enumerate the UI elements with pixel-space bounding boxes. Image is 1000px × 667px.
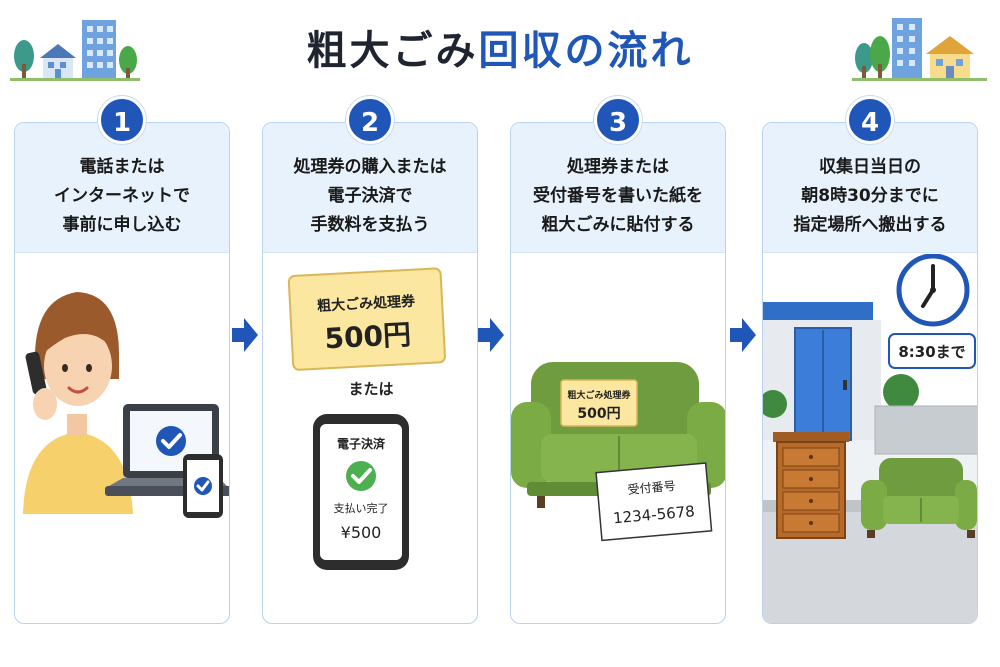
- dresser-icon: [773, 432, 849, 539]
- step-1-header: 電話または インターネットで 事前に申し込む: [15, 123, 229, 253]
- arrow-right-icon: [478, 318, 504, 352]
- step-4-line-2: 朝8時30分までに: [801, 186, 939, 206]
- step-3-header: 処理券または 受付番号を書いた紙を 粗大ごみに貼付する: [511, 123, 725, 253]
- person-phone-icon: [23, 292, 133, 514]
- step-2-line-2: 電子決済で: [327, 186, 413, 206]
- clock-icon: [896, 254, 970, 327]
- step-2-header: 処理券の購入または 電子決済で 手数料を支払う: [263, 123, 477, 253]
- payment-amount: ¥500: [341, 523, 382, 542]
- attached-ticket: 粗大ごみ処理券 500円: [560, 379, 638, 427]
- step-2-line-1: 処理券の購入または: [293, 157, 447, 177]
- town-right-icon: [852, 18, 987, 81]
- title-part-1: 粗大ごみ: [306, 28, 479, 74]
- ticket-price: 500円: [577, 406, 620, 422]
- clock-label: 8:30まで: [898, 343, 965, 361]
- title-part-2: 回収の流れ: [478, 28, 694, 74]
- step-4-line-3: 指定場所へ搬出する: [793, 215, 947, 235]
- payment-label: 電子決済: [337, 436, 386, 451]
- reception-number-paper: 受付番号 1234-5678: [595, 462, 713, 542]
- step-1-line-2: インターネットで: [54, 186, 190, 206]
- arrow-right-icon: [730, 318, 756, 352]
- step-3-line-2: 受付番号を書いた紙を: [533, 186, 703, 206]
- step-1-line-3: 事前に申し込む: [62, 215, 182, 235]
- step-3-line-3: 粗大ごみに貼付する: [541, 215, 695, 235]
- sofa-icon: [861, 458, 977, 538]
- payment-phone: 電子決済 支払い完了 ¥500: [313, 414, 409, 570]
- step-2-illustration: 粗大ごみ処理券 500円 または 電子決済 支払い完了 ¥500: [287, 267, 446, 570]
- step-badge-2: 2: [346, 96, 394, 144]
- step-badge-4: 4: [846, 96, 894, 144]
- step-card-1: 電話または インターネットで 事前に申し込む: [14, 122, 230, 624]
- step-2-line-3: 手数料を支払う: [310, 215, 430, 235]
- step-1-line-1: 電話または: [79, 157, 165, 177]
- step-card-3: 処理券または 受付番号を書いた紙を 粗大ごみに貼付する 粗大ごみ処理券 500円…: [510, 122, 726, 624]
- step-card-4: 収集日当日の 朝8時30分までに 指定場所へ搬出する 8:30まで: [762, 122, 978, 624]
- step-4-illustration: 8:30まで: [763, 254, 977, 623]
- ticket-name: 粗大ごみ処理券: [567, 389, 631, 401]
- step-1-illustration: [23, 292, 229, 518]
- reception-label: 受付番号: [627, 479, 676, 497]
- step-badge-1: 1: [98, 96, 146, 144]
- check-icon: [346, 461, 376, 491]
- payment-status: 支払い完了: [334, 501, 389, 515]
- deadline-tag: 8:30まで: [888, 333, 976, 369]
- step-4-text: 収集日当日の 朝8時30分までに 指定場所へ搬出する: [763, 153, 977, 240]
- step-3-line-1: 処理券または: [567, 157, 669, 177]
- ticket-name: 粗大ごみ処理券: [317, 293, 417, 315]
- step-4-header: 収集日当日の 朝8時30分までに 指定場所へ搬出する: [763, 123, 977, 253]
- disposal-ticket: 粗大ごみ処理券 500円: [287, 267, 446, 371]
- or-text: または: [348, 380, 393, 398]
- step-1-text: 電話または インターネットで 事前に申し込む: [15, 153, 229, 240]
- step-4-line-1: 収集日当日の: [819, 157, 921, 177]
- arrow-right-icon: [232, 318, 258, 352]
- town-left-icon: [10, 20, 140, 81]
- step-card-2: 処理券の購入または 電子決済で 手数料を支払う 粗大ごみ処理券 500円 または…: [262, 122, 478, 624]
- step-2-text: 処理券の購入または 電子決済で 手数料を支払う: [263, 153, 477, 240]
- step-badge-3: 3: [594, 96, 642, 144]
- page-title: 粗大ごみ回収の流れ: [0, 18, 1000, 76]
- smartphone-icon: [183, 454, 223, 518]
- ticket-price: 500円: [324, 318, 412, 355]
- step-3-illustration: 粗大ごみ処理券 500円 受付番号 1234-5678: [511, 362, 725, 542]
- step-3-text: 処理券または 受付番号を書いた紙を 粗大ごみに貼付する: [511, 153, 725, 240]
